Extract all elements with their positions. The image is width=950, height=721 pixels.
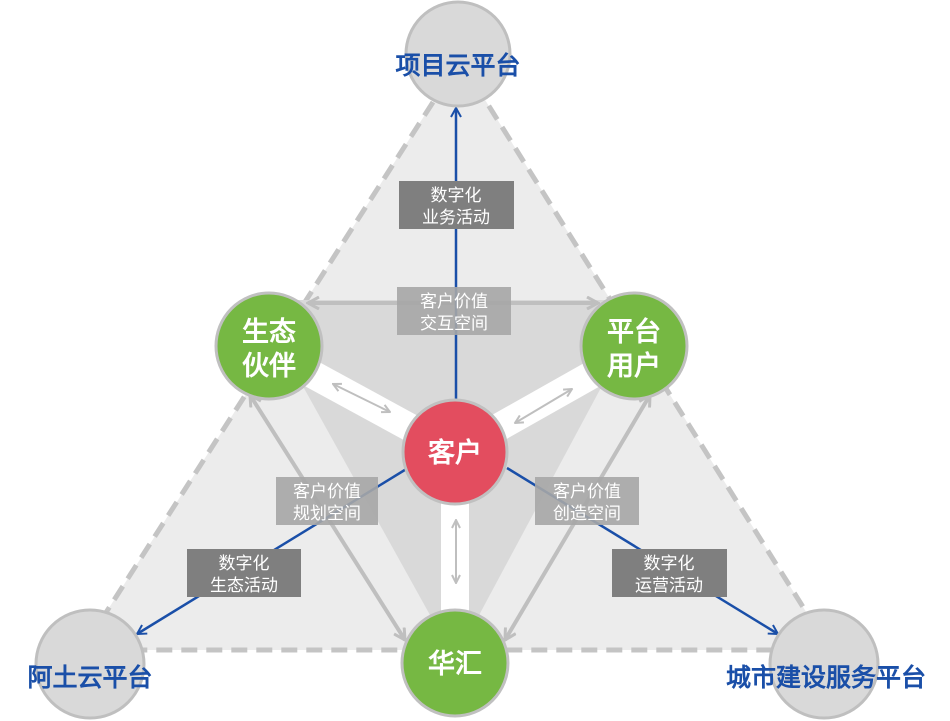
node-platform-user: 平台 用户 bbox=[579, 291, 689, 401]
activity-top-line2: 业务活动 bbox=[422, 208, 490, 228]
activity-right-line1: 数字化 bbox=[644, 554, 695, 574]
activity-top-line1: 数字化 bbox=[431, 186, 482, 206]
activity-left-line2: 生态活动 bbox=[210, 576, 278, 596]
platform-top-label: 项目云平台 bbox=[395, 51, 520, 80]
value-planning-line1: 客户价值 bbox=[293, 482, 361, 502]
platform-left-label: 阿土云平台 bbox=[27, 663, 152, 692]
value-creation-line2: 创造空间 bbox=[553, 504, 621, 524]
activity-left-line1: 数字化 bbox=[219, 554, 270, 574]
node-customer: 客户 bbox=[401, 398, 509, 506]
node-customer-label: 客户 bbox=[428, 437, 482, 469]
node-platform-user-line2: 用户 bbox=[607, 350, 661, 382]
platform-right: 城市建设服务平台 bbox=[726, 608, 926, 720]
activity-box-top: 数字化 业务活动 bbox=[399, 181, 514, 229]
value-box-creation: 客户价值 创造空间 bbox=[535, 477, 639, 525]
node-platform-user-line1: 平台 bbox=[607, 316, 661, 348]
value-planning-line2: 规划空间 bbox=[293, 504, 361, 524]
node-huahui-label: 华汇 bbox=[428, 648, 482, 680]
activity-box-left: 数字化 生态活动 bbox=[187, 549, 301, 597]
value-interaction-line2: 交互空间 bbox=[420, 314, 488, 334]
node-ecosystem-partner-line2: 伙伴 bbox=[242, 351, 296, 382]
value-box-planning: 客户价值 规划空间 bbox=[276, 477, 378, 525]
platform-top: 项目云平台 bbox=[395, 0, 521, 108]
value-interaction-line1: 客户价值 bbox=[420, 292, 488, 312]
node-huahui: 华汇 bbox=[400, 608, 510, 718]
platform-right-label: 城市建设服务平台 bbox=[726, 663, 926, 692]
value-box-interaction: 客户价值 交互空间 bbox=[397, 287, 511, 335]
node-ecosystem-partner: 生态 伙伴 bbox=[214, 291, 324, 401]
value-creation-line1: 客户价值 bbox=[553, 482, 621, 502]
platform-left: 阿土云平台 bbox=[27, 608, 153, 720]
node-ecosystem-partner-line1: 生态 bbox=[242, 317, 296, 348]
activity-right-line2: 运营活动 bbox=[635, 576, 703, 596]
activity-box-right: 数字化 运营活动 bbox=[612, 549, 727, 597]
